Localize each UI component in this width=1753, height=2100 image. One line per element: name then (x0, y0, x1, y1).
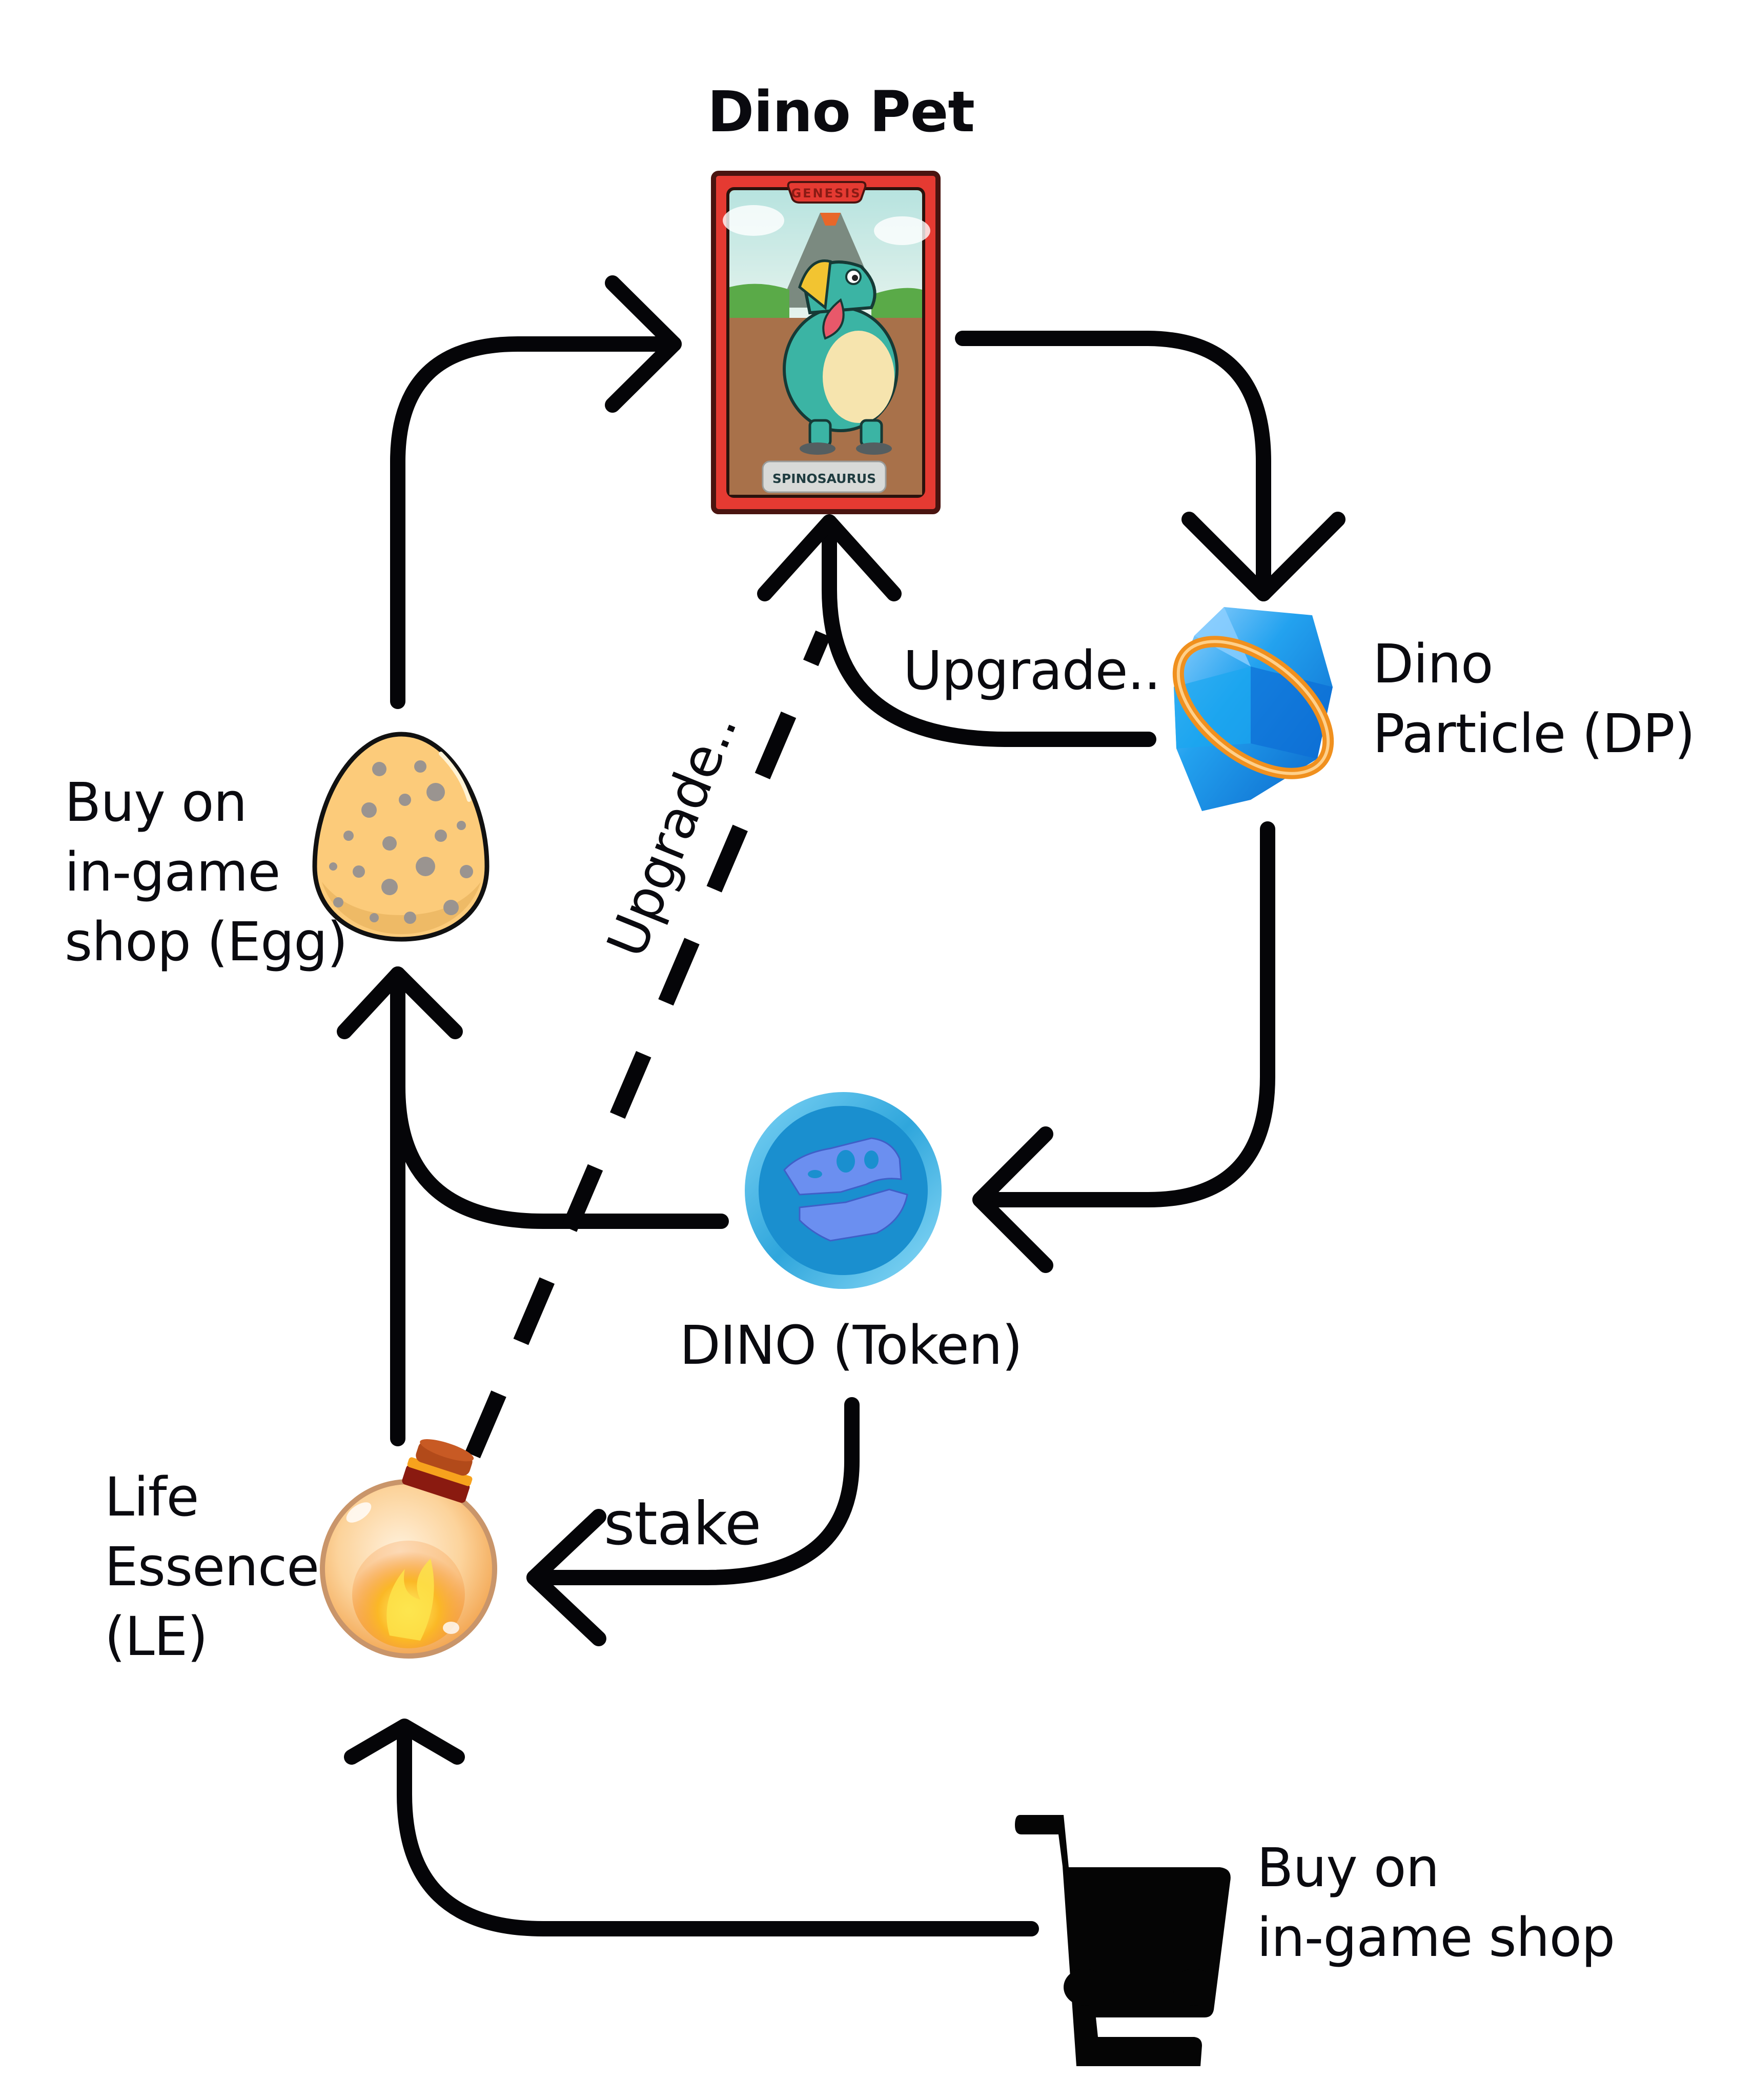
upgrade-edge-label: Upgrade.. (903, 639, 1161, 702)
dino-pet-card[interactable]: GENESIS SPINOSAURUS (711, 171, 941, 514)
shopping-cart-icon[interactable] (1015, 1815, 1231, 2066)
life-essence-label-line-2: Essence (105, 1536, 319, 1598)
dino-pet-title: Dino Pet (707, 79, 975, 145)
life-essence-bottle-icon[interactable] (320, 1433, 497, 1659)
dino-token-coin-icon[interactable] (745, 1092, 942, 1289)
arrowhead-icon (972, 1126, 1053, 1273)
arrowhead-icon (605, 275, 682, 413)
egg-label-line-2: in-game (65, 841, 280, 903)
arrowhead-icon (1181, 512, 1346, 601)
edge-particle-to-token (972, 821, 1275, 1273)
shop-label-line-1: Buy on (1257, 1836, 1439, 1899)
dino-particle-label-line-2: Particle (DP) (1373, 702, 1695, 765)
edge-particle-to-pet-upgrade (757, 514, 1156, 747)
edge-egg-to-pet (390, 275, 682, 709)
life-essence-label-line-1: Life (105, 1466, 199, 1528)
arrowhead-icon (344, 1719, 465, 1765)
shop-label-line-2: in-game shop (1257, 1906, 1615, 1969)
edge-token-to-essence-stake (526, 1397, 860, 1646)
egg-label: Buy on in-game shop (Egg) (65, 768, 348, 977)
edge-shop-to-essence (344, 1719, 1039, 1936)
egg-label-line-3: shop (Egg) (65, 911, 348, 973)
dino-token-label: DINO (Token) (679, 1314, 1023, 1377)
egg-icon[interactable] (312, 732, 490, 942)
edge-pet-to-particle (955, 331, 1346, 601)
life-essence-label: Life Essence (LE) (105, 1462, 319, 1671)
dino-particle-crystal-icon[interactable] (1155, 607, 1352, 811)
card-name-label: SPINOSAURUS (772, 471, 876, 486)
edge-essence-to-pet-dashed (465, 630, 831, 1459)
egg-label-line-1: Buy on (65, 771, 247, 834)
arrowhead-icon (757, 514, 902, 601)
card-series-label: GENESIS (791, 186, 861, 200)
cart-wheel-left-icon (1064, 1969, 1106, 2006)
dino-particle-label-line-1: Dino (1373, 633, 1494, 695)
arrowhead-icon (526, 1509, 606, 1646)
stake-edge-label: stake (604, 1489, 761, 1559)
arrowhead-icon (337, 966, 463, 1039)
life-essence-label-line-3: (LE) (105, 1605, 208, 1668)
dino-particle-label: Dino Particle (DP) (1373, 629, 1695, 769)
shop-label: Buy on in-game shop (1257, 1833, 1615, 1972)
cart-wheel-right-icon (1173, 1969, 1215, 2006)
